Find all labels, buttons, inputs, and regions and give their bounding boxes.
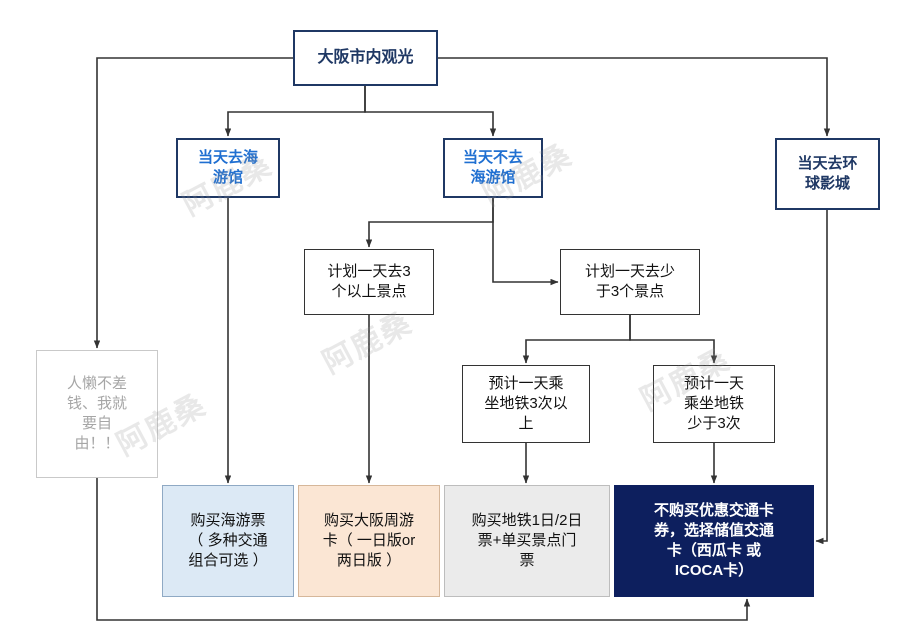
edge-no-aqua-to-planless3 [492, 198, 559, 286]
node-lazy-free-choice[interactable]: 人懒不差 钱、我就 要自 由！！ [36, 350, 158, 478]
edge-root-to-no-aqua [364, 86, 497, 137]
node-metro-three-or-more-rides-label: 预计一天乘 坐地铁3次以 上 [484, 374, 568, 433]
node-universal-studios-label: 当天去环 球影城 [797, 154, 858, 192]
edge-no-aqua-to-plan3plus [365, 198, 494, 248]
node-lazy-free-choice-label: 人懒不差 钱、我就 要自 由！！ [66, 374, 127, 453]
node-buy-metro-pass-label: 购买地铁1日/2日 票+单买景点门 票 [471, 511, 583, 570]
edge-root-to-go-aqua [224, 86, 366, 137]
node-buy-stored-value-card[interactable]: 不购买优惠交通卡 券，选择储值交通 卡（西瓜卡 或 ICOCA卡） [614, 485, 814, 597]
edge-planless3-to-metro3plus [522, 315, 631, 364]
node-root-label: 大阪市内观光 [317, 49, 414, 67]
node-universal-studios[interactable]: 当天去环 球影城 [775, 138, 880, 210]
edge-planless3-to-metroless3 [629, 315, 718, 364]
node-no-aquarium[interactable]: 当天不去 海游馆 [443, 138, 543, 198]
node-go-aquarium-label: 当天去海 游馆 [197, 148, 258, 186]
node-plan-three-or-more-spots-label: 计划一天去3 个以上景点 [327, 262, 411, 300]
node-buy-aquarium-ticket[interactable]: 购买海游票 （ 多种交通 组合可选 ） [162, 485, 294, 597]
node-buy-stored-value-card-label: 不购买优惠交通卡 券，选择储值交通 卡（西瓜卡 或 ICOCA卡） [653, 501, 774, 580]
node-plan-fewer-than-three-spots-label: 计划一天去少 于3个景点 [584, 262, 675, 300]
node-metro-fewer-than-three-rides-label: 预计一天 乘坐地铁 少于3次 [683, 374, 744, 433]
node-buy-osaka-amazing-pass-label: 购买大阪周游 卡（ 一日版or 两日版 ） [322, 511, 416, 570]
node-plan-three-or-more-spots[interactable]: 计划一天去3 个以上景点 [304, 249, 434, 315]
node-no-aquarium-label: 当天不去 海游馆 [462, 148, 523, 186]
edge-usj-to-buy-icoca [815, 210, 828, 545]
node-root[interactable]: 大阪市内观光 [293, 30, 438, 86]
node-plan-fewer-than-three-spots[interactable]: 计划一天去少 于3个景点 [560, 249, 700, 315]
node-buy-osaka-amazing-pass[interactable]: 购买大阪周游 卡（ 一日版or 两日版 ） [298, 485, 440, 597]
node-buy-aquarium-ticket-label: 购买海游票 （ 多种交通 组合可选 ） [188, 511, 268, 570]
node-buy-metro-pass[interactable]: 购买地铁1日/2日 票+单买景点门 票 [444, 485, 610, 597]
edge-root-to-usj [438, 57, 831, 137]
edge-root-to-lazy [93, 57, 293, 349]
node-metro-fewer-than-three-rides[interactable]: 预计一天 乘坐地铁 少于3次 [653, 365, 775, 443]
node-metro-three-or-more-rides[interactable]: 预计一天乘 坐地铁3次以 上 [462, 365, 590, 443]
node-go-aquarium[interactable]: 当天去海 游馆 [176, 138, 280, 198]
